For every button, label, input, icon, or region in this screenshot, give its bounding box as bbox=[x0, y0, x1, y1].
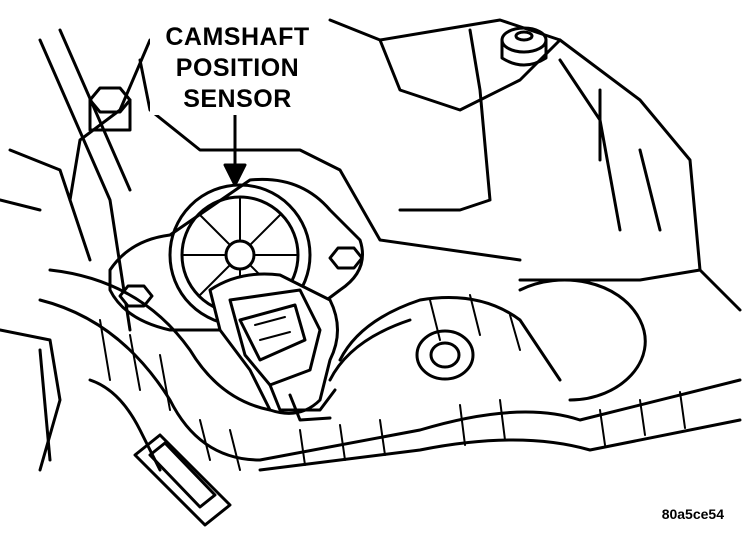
wiring-harness bbox=[38, 268, 742, 472]
callout-line-3: SENSOR bbox=[150, 84, 325, 115]
mount-bolt-left bbox=[118, 284, 154, 308]
camshaft-sensor-body bbox=[208, 272, 339, 422]
figure-id: 80a5ce54 bbox=[661, 506, 724, 522]
engine-bolt bbox=[88, 86, 132, 132]
engine-bolt-top bbox=[500, 26, 548, 67]
engine-block bbox=[0, 18, 742, 472]
callout-line-2: POSITION bbox=[150, 53, 325, 84]
callout-line-1: CAMSHAFT bbox=[150, 22, 325, 53]
mount-bolt-right bbox=[328, 246, 364, 270]
harness-bracket bbox=[133, 433, 232, 527]
callout-label: CAMSHAFT POSITION SENSOR bbox=[150, 22, 325, 115]
camshaft-boss bbox=[415, 329, 475, 381]
